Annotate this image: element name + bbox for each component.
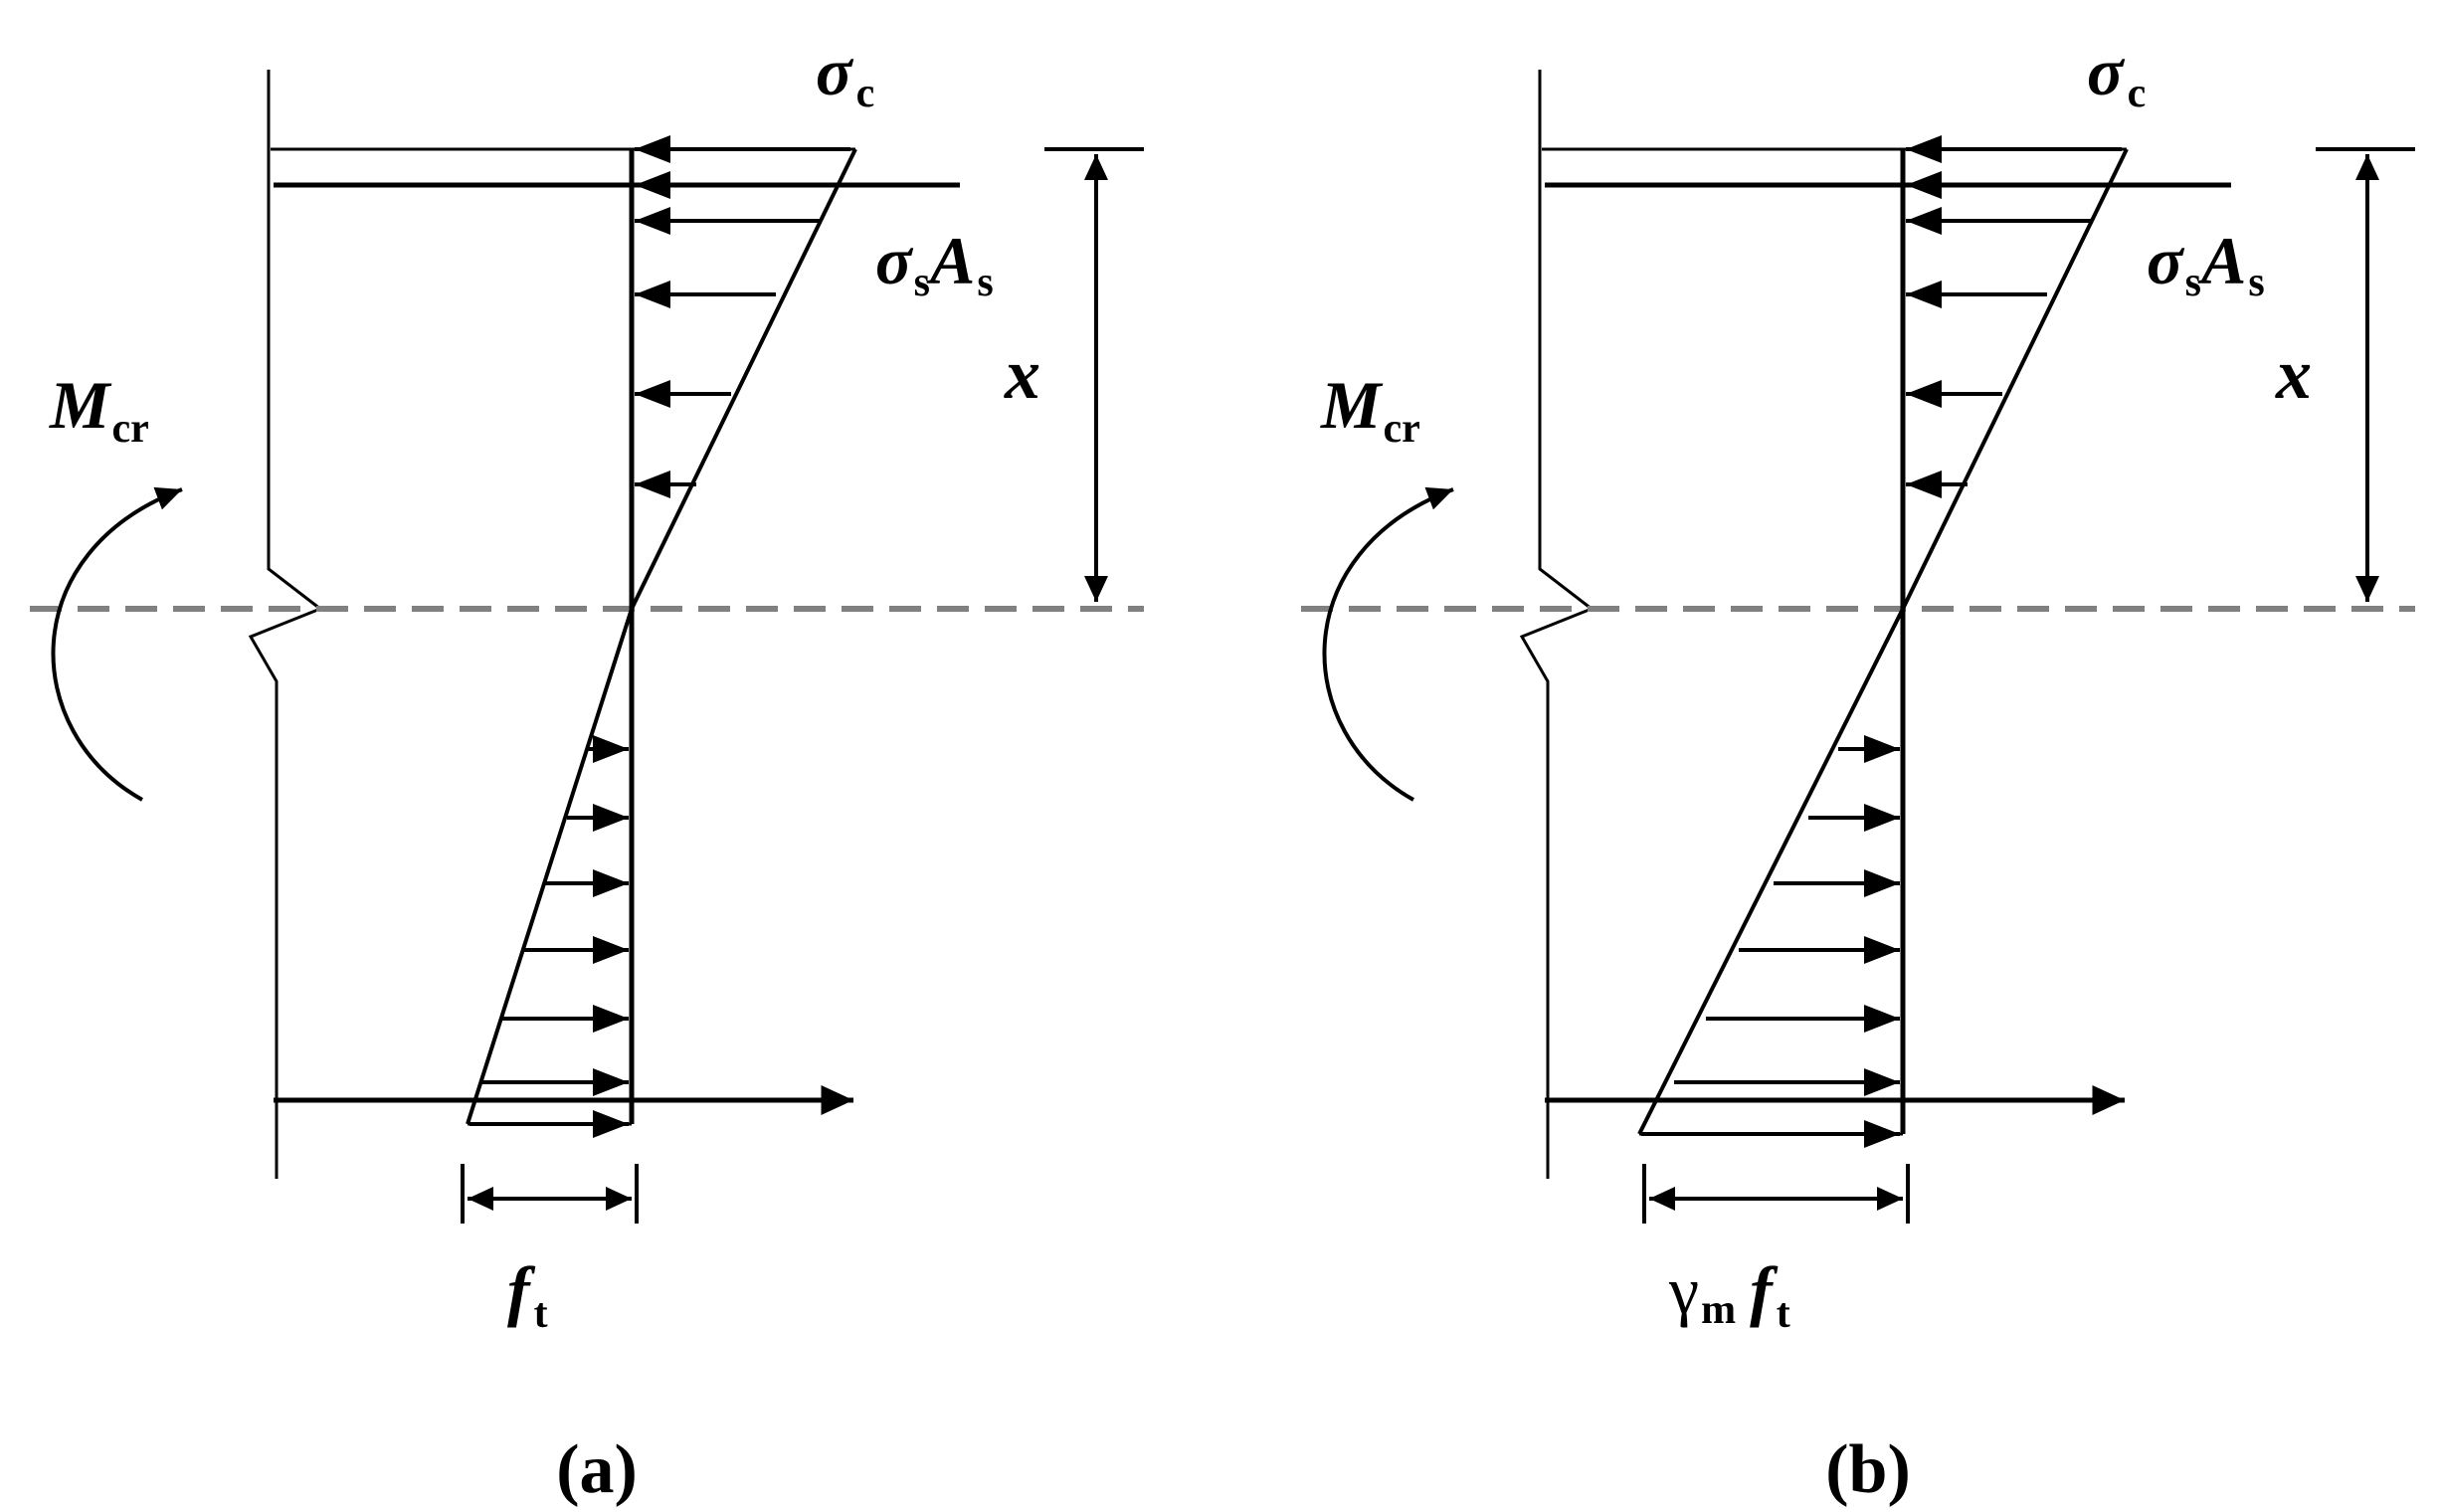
moment-arrow <box>51 486 183 802</box>
sigma-s-as-label: σsAs <box>2147 223 2265 305</box>
tension-hypotenuse <box>466 608 634 1125</box>
beam-section-outline <box>1519 70 1595 1179</box>
bottom-label: ft <box>507 1252 548 1337</box>
compression-hypotenuse <box>1901 148 2129 610</box>
x-dimension <box>2316 147 2415 602</box>
sigma-c-label: σc <box>816 34 874 116</box>
tension-arrows <box>1641 735 1900 1148</box>
caption-a: (a) <box>556 1431 638 1508</box>
moment-arrow <box>1322 486 1454 802</box>
caption-b: (b) <box>1825 1431 1911 1508</box>
tension-arrows <box>469 735 629 1138</box>
bottom-dimension <box>461 1164 639 1224</box>
moment-label: Mcr <box>49 367 149 452</box>
bottom-dimension <box>1642 1164 1910 1224</box>
x-label: x <box>2275 334 2312 414</box>
compression-hypotenuse <box>630 148 857 610</box>
x-dimension <box>1044 147 1144 602</box>
tension-hypotenuse <box>1637 608 1905 1135</box>
x-label: x <box>1004 334 1040 414</box>
sigma-s-as-label: σsAs <box>875 223 994 305</box>
compression-arrows <box>635 135 850 498</box>
beam-section-outline <box>248 70 324 1179</box>
sigma-c-label: σc <box>2087 34 2146 116</box>
panel-a: σc σsAs x Mcr ft (a) <box>30 34 1144 1508</box>
compression-arrows <box>1906 135 2122 498</box>
moment-label: Mcr <box>1320 367 1420 452</box>
